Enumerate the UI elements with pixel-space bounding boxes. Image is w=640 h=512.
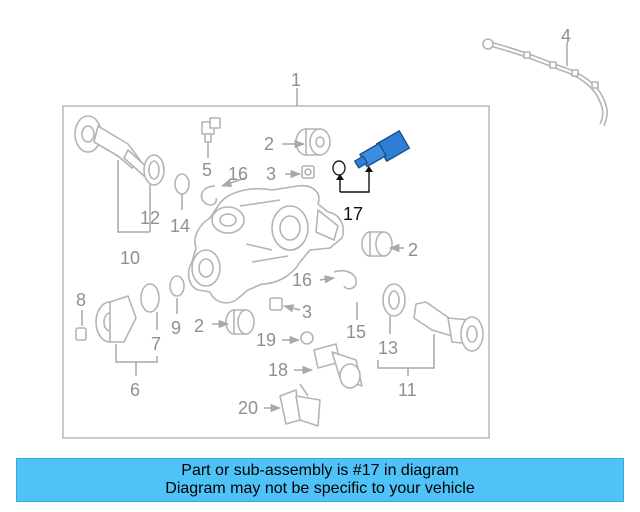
mount-bushing-2-top[interactable] (295, 128, 331, 156)
vent-bolt-5[interactable] (201, 117, 221, 143)
snap-ring-14[interactable] (174, 173, 190, 195)
left-axle-shaft[interactable] (74, 115, 151, 177)
callout-12[interactable]: 12 (140, 208, 160, 228)
mount-bushing-2-lower[interactable] (225, 309, 255, 335)
companion-flange[interactable] (95, 295, 137, 343)
wire-harness[interactable] (482, 38, 608, 127)
actuator-18[interactable] (313, 343, 363, 389)
bolt-8[interactable] (75, 327, 87, 341)
differential-housing[interactable] (187, 184, 344, 304)
nut-3-top[interactable] (301, 165, 315, 179)
callout-6[interactable]: 6 (130, 380, 140, 400)
callout-2b[interactable]: 2 (408, 240, 418, 260)
info-banner: Part or sub-assembly is #17 in diagram D… (16, 458, 624, 502)
retaining-ring-16a[interactable] (200, 185, 218, 206)
o-ring-17[interactable] (332, 160, 346, 176)
speed-sensor-17[interactable] (353, 129, 411, 169)
callout-14[interactable]: 14 (170, 216, 190, 236)
callout-5[interactable]: 5 (202, 160, 212, 180)
parts-diagram: 1 4 10 12 14 5 16 (62, 26, 608, 439)
mount-bushing-2-right[interactable] (361, 231, 393, 257)
nut-3-lower[interactable] (269, 297, 283, 311)
o-ring-19[interactable] (300, 331, 314, 345)
snap-ring-9[interactable] (169, 275, 185, 297)
callout-17[interactable]: 17 (343, 204, 363, 224)
callout-11[interactable]: 11 (398, 380, 417, 400)
callout-1[interactable]: 1 (291, 70, 301, 90)
right-axle-shaft[interactable] (413, 301, 484, 352)
banner-line-1: Part or sub-assembly is #17 in diagram (181, 462, 459, 479)
seal-7[interactable] (140, 283, 160, 313)
callout-8[interactable]: 8 (76, 290, 86, 310)
callout-4[interactable]: 4 (561, 26, 571, 46)
callout-13[interactable]: 13 (378, 338, 398, 358)
callout-16a[interactable]: 16 (228, 164, 248, 184)
assembly-frame (62, 105, 490, 439)
callout-19[interactable]: 19 (256, 330, 276, 350)
callout-20[interactable]: 20 (238, 398, 258, 418)
callout-2a[interactable]: 2 (264, 134, 274, 154)
retaining-ring-16b[interactable] (333, 269, 357, 290)
callout-18[interactable]: 18 (268, 360, 288, 380)
seal-12[interactable] (143, 154, 165, 186)
callout-7[interactable]: 7 (151, 334, 161, 354)
callout-3a[interactable]: 3 (266, 164, 276, 184)
callout-10[interactable]: 10 (120, 248, 140, 268)
seal-15[interactable] (382, 283, 406, 317)
bracket-20[interactable] (279, 383, 321, 427)
callout-16b[interactable]: 16 (292, 270, 312, 290)
callout-9[interactable]: 9 (171, 318, 181, 338)
callout-3b[interactable]: 3 (302, 302, 312, 322)
callout-15[interactable]: 15 (346, 322, 366, 342)
callout-2c[interactable]: 2 (194, 316, 204, 336)
banner-line-2: Diagram may not be specific to your vehi… (165, 480, 475, 497)
